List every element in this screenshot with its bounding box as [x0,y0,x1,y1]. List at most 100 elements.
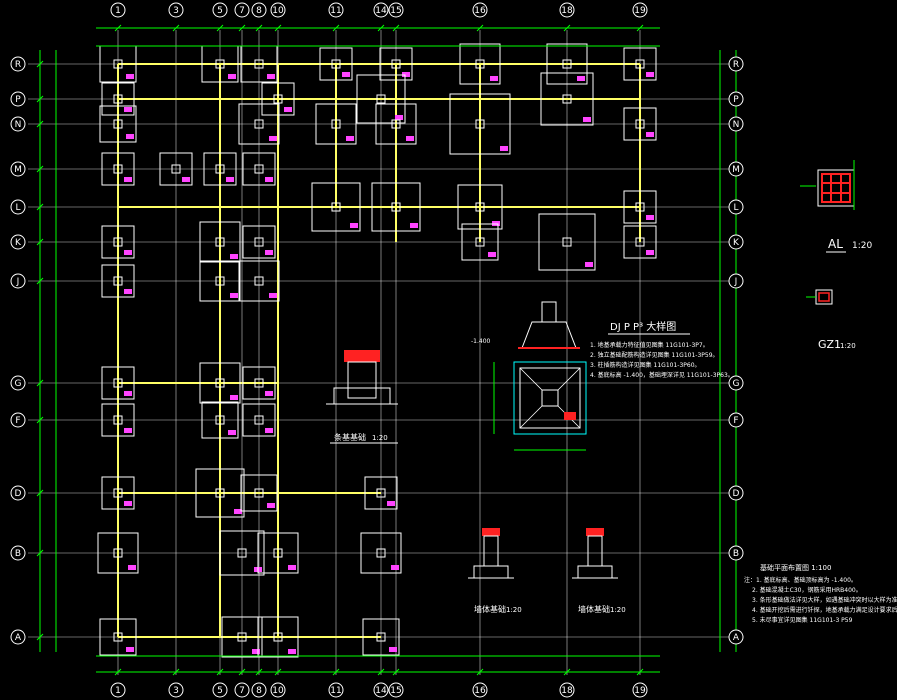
dim-tick [377,24,385,32]
footing-label-mark [646,72,654,77]
dim-tick [114,24,122,32]
col-axis-top-3: 3 [173,6,179,16]
row-axis-left-G: G [15,379,22,389]
footing-column [215,488,225,498]
footing-label-mark [391,565,399,570]
footing-column [113,548,123,558]
row-axis-right-G: G [733,379,740,389]
footing-label-mark [126,74,134,79]
dim-tick [36,633,44,641]
footing-column [237,632,247,642]
col-axis-top-1-circle [110,2,126,18]
col-axis-bottom-18: 18 [561,686,573,696]
footing-label-mark [350,223,358,228]
footing-column [475,202,485,212]
footing-column [113,378,123,388]
row-axis-right-G-circle [728,375,744,391]
col-axis-top-14: 14 [375,6,387,16]
col-axis-bottom-3: 3 [173,686,179,696]
footing-outline [240,474,278,512]
dim-tick [114,668,122,676]
footing-outline [219,530,265,576]
dim-tick [238,24,246,32]
col-axis-bottom-5-circle [212,682,228,698]
footing-column [254,59,264,69]
footing-column [331,59,341,69]
footing-column [391,119,401,129]
footing-label-mark [346,136,354,141]
footing-label-mark [124,289,132,294]
footing-outline [101,82,135,116]
plan-note-1: 注：1. 基底标高、基础顶标高为 -1.400。 [744,576,857,584]
col-axis-top-15: 15 [390,6,401,16]
footing-label-mark [395,115,403,120]
col-axis-top-14-circle [373,2,389,18]
footing-column [254,237,264,247]
footing-column [331,202,341,212]
footing-label-mark [490,76,498,81]
strip-title: 条基基础 [334,432,366,442]
plan-note-3: 3. 条形基础做法详见大样，如遇基础冲突时以大样为准。 [752,596,897,604]
dj-note-4: 4. 基底标高 -1.400，基础埋深详见 11G101-3P63。 [590,371,734,379]
footing-outline [623,107,657,141]
dim-tick [636,668,644,676]
col-axis-top-11-circle [328,2,344,18]
footing-outline [623,225,657,259]
footing-label-mark [124,428,132,433]
footing-outline [101,403,135,437]
dim-tick [377,668,385,676]
footing-label-mark [269,136,277,141]
col-axis-bottom-19-circle [632,682,648,698]
footing-label-mark [126,134,134,139]
dj-note-3: 3. 柱插筋构造详见图集 11G101-3P60。 [590,361,701,369]
footing-outline [199,362,241,404]
footing-column [475,237,485,247]
dj-elevation: -1.400 [471,338,491,345]
dim-tick [36,416,44,424]
footing-column [113,632,123,642]
col-axis-bottom-8: 8 [256,686,262,696]
plan-title: 基础平面布置图 1:100 [760,563,831,572]
footing-label-mark [577,76,585,81]
footing-column [391,59,401,69]
footing-outline [221,616,263,658]
row-axis-right-D: D [733,489,740,499]
row-axis-left-G-circle [10,375,26,391]
col-axis-top-16: 16 [474,6,486,16]
footing-outline [457,184,503,230]
footing-outline [379,47,413,81]
row-axis-left-P-circle [10,91,26,107]
wall-footing-1-title: 墙体基础 [474,604,506,614]
dim-tick [563,24,571,32]
row-axis-right-L-circle [728,199,744,215]
footing-column [215,415,225,425]
footing-outline [623,47,657,81]
footing-outline [546,43,588,85]
dim-tick [36,549,44,557]
strip-scale: 1:20 [372,434,388,442]
plan-note-2: 2. 基础混凝土C30，钢筋采用HRB400。 [752,586,862,594]
row-axis-left-M: M [14,165,22,175]
col-axis-top-19-circle [632,2,648,18]
footing-label-mark [488,252,496,257]
col-axis-top-19: 19 [634,6,646,16]
footing-label-mark [288,565,296,570]
dim-tick [36,277,44,285]
footing-outline [199,260,241,302]
al-scale: 1:20 [852,241,872,251]
dj-title: DJ P P³ 大样图 [610,320,676,333]
col-axis-bottom-3-circle [168,682,184,698]
footing-outline [159,152,193,186]
footing-outline [257,532,299,574]
footing-column [113,59,123,69]
footing-column [635,202,645,212]
dim-tick [216,668,224,676]
footing-outline [261,82,295,116]
row-axis-right-M-circle [728,161,744,177]
dim-tick [36,120,44,128]
footing-outline [371,182,421,232]
col-axis-top-7: 7 [239,6,245,16]
foundation-beams [117,63,641,638]
footing-label-mark [252,649,260,654]
footing-outline [319,47,353,81]
